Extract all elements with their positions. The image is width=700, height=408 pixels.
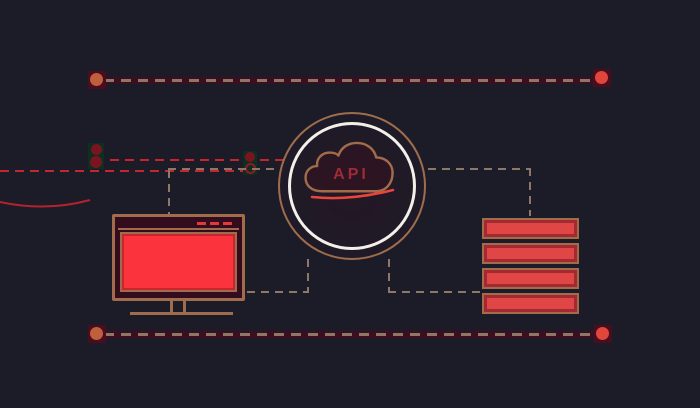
top-rail-line [104, 77, 600, 84]
bottom-right-dot-icon [596, 327, 609, 340]
glitch-dash-line-upper [110, 159, 347, 161]
connector-hub-to-server [428, 168, 531, 170]
glitch-blob [245, 152, 255, 162]
glitch-artifact-left [88, 143, 104, 169]
server-bar [482, 243, 579, 264]
monitor-titlebar-dashes [197, 222, 232, 225]
bottom-left-dot-icon [90, 327, 103, 340]
connector-monitor-up [168, 170, 170, 215]
monitor-screen [120, 232, 237, 292]
monitor-stand-leg [183, 301, 186, 312]
connector-server-bottom [388, 291, 482, 293]
hub-inner-ring [288, 122, 416, 250]
connector-monitor-bottom [247, 291, 309, 293]
glitch-artifact-center [243, 151, 257, 175]
monitor-titlebar-divider [118, 228, 239, 230]
top-rail-dashes [104, 79, 600, 82]
monitor-stand-leg [170, 301, 173, 312]
glitch-curve [0, 199, 91, 208]
glitch-blob [90, 156, 102, 168]
server-bar [482, 268, 579, 289]
bottom-right-node [594, 325, 612, 343]
bottom-rail-line [104, 331, 600, 338]
glitch-blob [91, 144, 102, 155]
titlebar-dash [210, 222, 219, 225]
connector-hub-bottom-left [307, 259, 309, 293]
server-bar [482, 293, 579, 314]
connector-hub-bottom-right [388, 259, 390, 293]
bottom-rail-dashes [104, 333, 600, 336]
top-left-node [88, 71, 106, 89]
titlebar-dash [197, 222, 206, 225]
top-right-dot-icon [595, 71, 608, 84]
connector-monitor-to-hub [168, 168, 278, 170]
top-right-node [593, 69, 611, 87]
bottom-left-node [88, 325, 106, 343]
glitch-dash-line-lower [0, 170, 252, 172]
top-left-dot-icon [90, 73, 103, 86]
titlebar-dash [223, 222, 232, 225]
api-label: API [333, 166, 369, 183]
cloud-icon [304, 141, 394, 193]
connector-server-down [529, 168, 531, 216]
server-bar [482, 218, 579, 239]
swoosh-underline-icon [310, 188, 395, 200]
monitor-stand-base [130, 312, 233, 315]
